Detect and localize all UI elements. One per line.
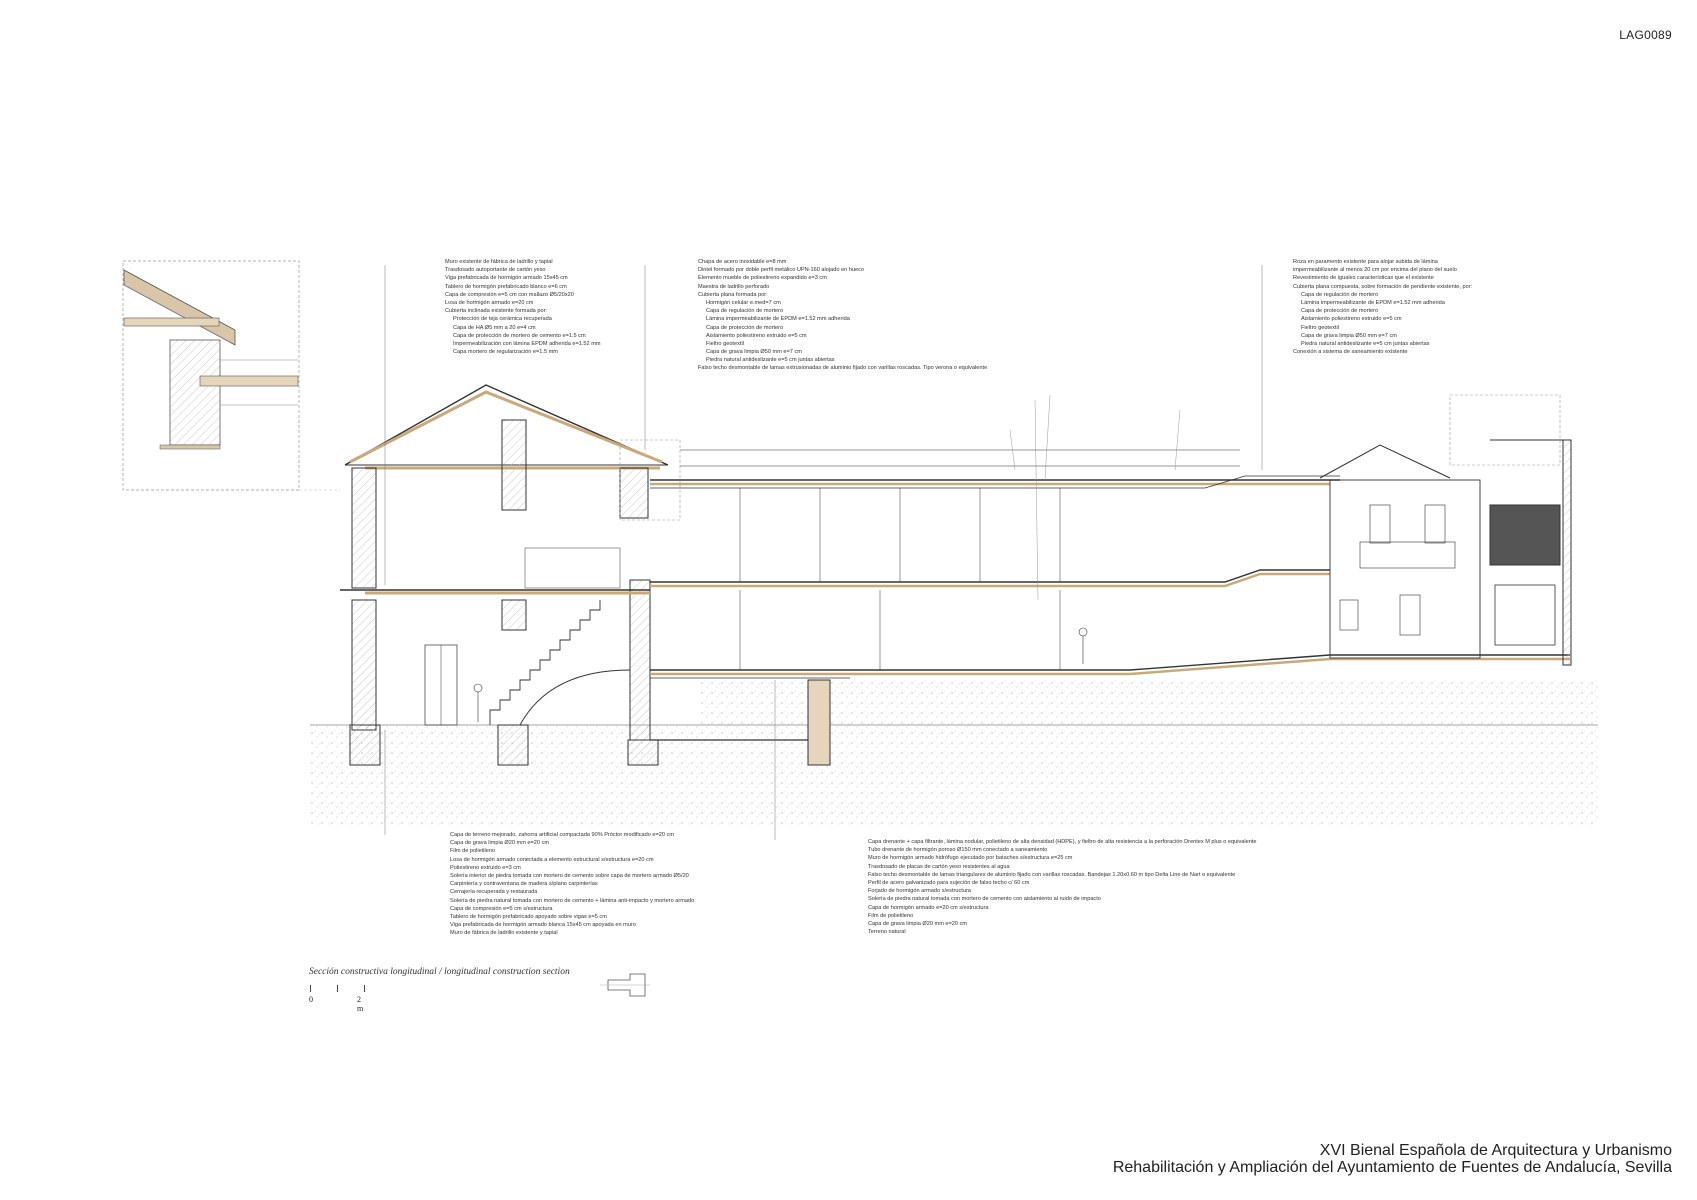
note: Viga prefabricada de hormigón armado bla…: [450, 922, 636, 929]
note: Falso techo desmontable de lamas extrusi…: [698, 365, 988, 372]
detail-callout: [619, 439, 681, 521]
note: Impermeabilización con lámina EPDM adher…: [453, 340, 601, 347]
note: Solería de piedra natural tomada con mor…: [868, 896, 1101, 903]
note: Capa de grava limpia Ø20 mm e=20 cm: [450, 840, 550, 847]
note: Maestra de ladrillo perforado: [698, 283, 770, 290]
note: Capa de terreno mejorado, zahorra artifi…: [450, 832, 675, 838]
note: Revestimiento de iguales características…: [1293, 275, 1434, 282]
note: Capa mortero de regularización e=1.5 mm: [453, 349, 558, 356]
scale-tick: [310, 985, 311, 992]
note: Film de polietileno: [450, 848, 496, 855]
note: Hormigón celular e.med=7 cm: [706, 299, 781, 306]
note: Solería interior de piedra tomada con mo…: [450, 872, 689, 879]
roof-detail-inset: [122, 260, 300, 491]
scale-tick: [337, 985, 338, 992]
notes-top-left: Muro existente de fábrica de ladrillo y …: [445, 258, 601, 356]
note: Capa de protección de mortero: [706, 324, 784, 331]
note: Losa de hormigón armado conectada a elem…: [450, 856, 654, 863]
scale-end-label: 2 m: [357, 995, 364, 1013]
note: Dintel formado por doble perfil metálico…: [698, 267, 865, 274]
section-caption: Sección constructiva longitudinal / long…: [309, 967, 570, 977]
leader-lines: [384, 265, 1263, 840]
note: Forjado de hormigón armado s/estructura: [868, 888, 971, 895]
note: Chapa de acero inoxidable e=8 mm: [698, 259, 787, 265]
new-building: [473, 394, 1570, 766]
note: Losa de hormigón armado e=20 cm: [445, 299, 534, 306]
note: impermeabilizante al menos 20 cm por enc…: [1293, 267, 1457, 274]
notes-top-center: Chapa de acero inoxidable e=8 mm Dintel …: [698, 258, 987, 373]
scale-bar: 0 2 m: [309, 985, 369, 1013]
note: Solería de piedra natural tomada con mor…: [450, 897, 695, 904]
notes-bottom-right: Capa drenante + capa filtrante, lámina n…: [868, 838, 1257, 936]
note: Poliestireno extruido e=3 cm: [450, 864, 521, 871]
note: Protección de teja cerámica recuperada: [453, 316, 552, 323]
scale-start-label: 0: [309, 995, 313, 1004]
note: Terreno natural: [868, 929, 906, 936]
note: Capa de grava limpia Ø20 mm e=20 cm: [868, 920, 968, 927]
note: Conexión a sistema de saneamiento existe…: [1293, 349, 1408, 356]
note: Capa de regulación de mortero: [1301, 291, 1379, 298]
note: Falso techo desmontable de lamas triangu…: [868, 871, 1236, 878]
note: Tablero de hormigón prefabricado blanco …: [445, 283, 567, 290]
note: Capa de grava limpia Ø50 mm e=7 cm: [706, 349, 802, 356]
note: Piedra natural antideslizante e=5 cm jun…: [706, 357, 835, 364]
note: Capa de grava limpia Ø50 mm e=7 cm: [1301, 332, 1397, 339]
note: Film de polietileno: [868, 912, 914, 919]
note: Lámina impermeabilizante de EPDM e=1.52 …: [1301, 299, 1445, 306]
note: Piedra natural antideslizante e=5 cm jun…: [1301, 340, 1430, 347]
note: Viga prefabricada de hormigón armado 15x…: [445, 275, 568, 282]
notes-bottom-left: Capa de terreno mejorado, zahorra artifi…: [450, 831, 694, 937]
scale-tick: [364, 985, 365, 992]
note: Elemento mueble de poliestireno expandid…: [698, 275, 827, 282]
right-building: [1319, 439, 1572, 666]
note: Cubierta inclinada existente formada por…: [445, 308, 547, 315]
note: Tablero de hormigón prefabricado apoyado…: [450, 913, 607, 920]
note: Muro existente de fábrica de ladrillo y …: [445, 259, 553, 265]
note: Capa de regulación de mortero: [706, 308, 784, 315]
existing-house: [340, 384, 669, 766]
key-plan: [600, 973, 650, 997]
note: Capa drenante + capa filtrante, lámina n…: [868, 839, 1257, 845]
note: Capa de protección de mortero de cemento…: [453, 332, 586, 339]
basement-ground: [700, 680, 1598, 725]
project-title: Rehabilitación y Ampliación del Ayuntami…: [1112, 1159, 1672, 1176]
note: Capa de compresión e=5 cm con mallazo Ø5…: [445, 291, 574, 298]
sheet-code: LAG0089: [1619, 28, 1672, 42]
note: Carpintería y contraventana de madera s/…: [450, 881, 598, 888]
note: Roza en paramento existente para alojar …: [1293, 259, 1438, 265]
note: Muro de hormigón armado hidrófugo ejecut…: [868, 855, 1073, 862]
note: Trasdosado autoportante de cartón yeso: [445, 267, 546, 274]
note: Lámina impermeabilizante de EPDM e=1.52 …: [706, 316, 850, 323]
note: Trasdosado de placas de cartón yeso resi…: [868, 863, 1010, 870]
event-title: XVI Bienal Española de Arquitectura y Ur…: [1319, 1142, 1672, 1159]
note: Perfil de acero galvanizado para sujeció…: [868, 879, 1030, 886]
note: Fieltro geotextil: [1301, 324, 1339, 331]
note: Cubierta plana compuesta, sobre formació…: [1293, 283, 1473, 290]
note: Capa de hormigón armado e=20 cm s/estruc…: [868, 904, 989, 911]
note: Cubierta plana formada por:: [698, 291, 768, 298]
note: Capa de HA Ø5 mm a 20 e=4 cm: [453, 324, 536, 331]
note: Aislamiento poliestireno extruido e=5 cm: [706, 332, 807, 339]
notes-top-right: Roza en paramento existente para alojar …: [1293, 258, 1472, 356]
note: Capa de compresión e=5 cm s/estructura: [450, 905, 553, 912]
note: Muro de fábrica de ladrillo existente y …: [450, 930, 558, 937]
note: Cerrajería recuperada y restaurada: [450, 889, 538, 896]
detail-callout: [1449, 394, 1561, 466]
note: Aislamiento poliestireno extruido e=5 cm: [1301, 316, 1402, 323]
note: Tubo drenante de hormigón poroso Ø150 mm…: [868, 847, 1048, 854]
note: Fieltro geotextil: [706, 340, 744, 347]
note: Capa de protección de mortero: [1301, 308, 1379, 315]
